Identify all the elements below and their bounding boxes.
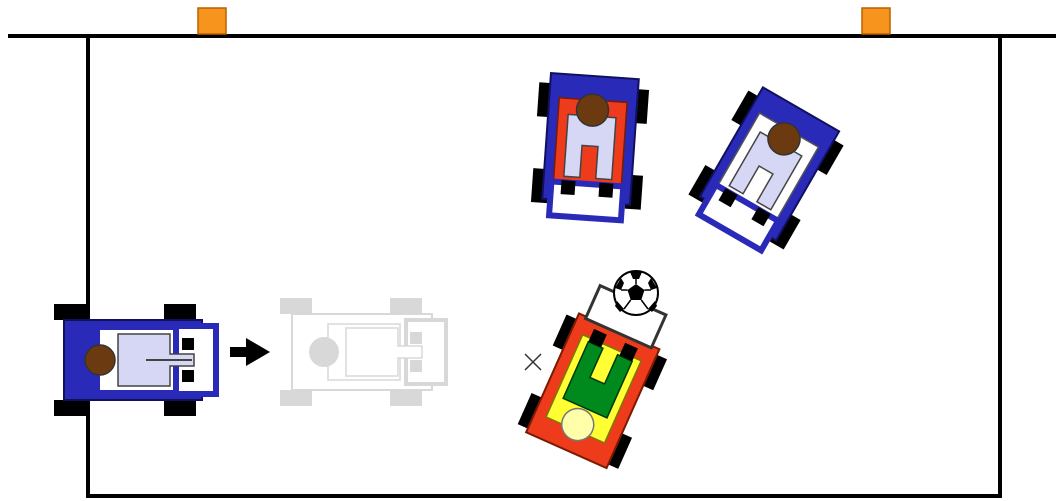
- robot-opponent: [516, 278, 683, 473]
- arrow-right-icon: [230, 338, 270, 366]
- goal-post-right: [862, 8, 890, 34]
- goal-post-left: [198, 8, 226, 34]
- robot-attacker: [54, 304, 216, 416]
- x-mark-icon: [525, 354, 541, 370]
- soccer-ball-icon: [614, 271, 658, 315]
- robot-blue-3: [682, 82, 848, 260]
- robot-blue-2: [530, 72, 650, 221]
- robot-attacker-ghost: [280, 298, 446, 406]
